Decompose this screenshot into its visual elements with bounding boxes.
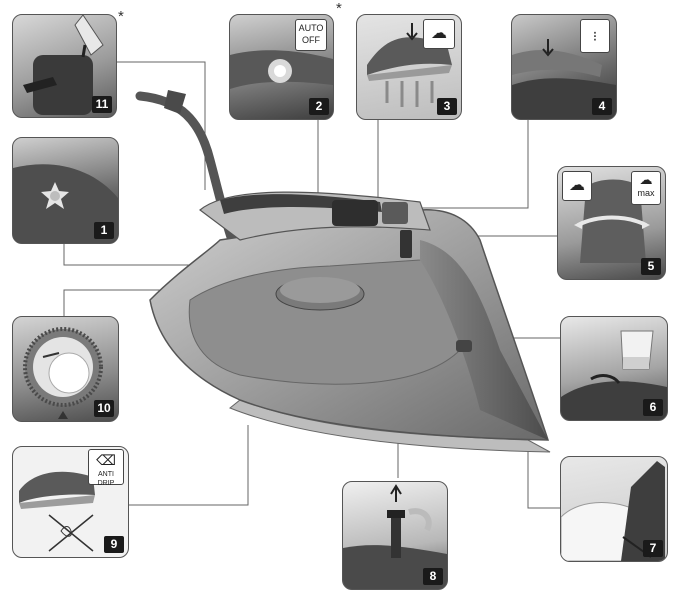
asterisk-2: * [336, 0, 342, 17]
spray-icon: ⁝ [580, 19, 610, 53]
spray-illustration [512, 39, 616, 119]
steam-selector [400, 230, 412, 258]
leader-7 [527, 440, 560, 509]
plug-illustration [23, 15, 104, 115]
callout-number-4: 4 [592, 98, 612, 115]
callout-number-7: 7 [643, 540, 663, 557]
callout-number-3: 3 [437, 98, 457, 115]
auto-off-line2: OFF [302, 35, 320, 45]
iron-nose [420, 240, 548, 440]
anti-drip-icon: ⌫ ANTI DRIP [88, 449, 124, 487]
callout-number-9: 9 [104, 536, 124, 553]
asterisk-11: * [118, 8, 124, 25]
panel-11-unplug: 11 [12, 14, 117, 118]
steam-control-illustration [574, 179, 650, 263]
callout-number-8: 8 [423, 568, 443, 585]
leader-9 [128, 425, 249, 506]
callout-number-5: 5 [641, 258, 661, 275]
panel-5-steam-control: ☁ ☁ max 5 [557, 166, 666, 280]
max-steam-label: max [637, 188, 655, 198]
temperature-dial-illustration [23, 327, 103, 407]
water-tank [188, 259, 461, 385]
panel-1-thermostat-light: 1 [12, 137, 119, 244]
max-steam-icon: ☁ max [631, 171, 661, 205]
dial-pointer-icon [58, 411, 68, 419]
panel-9-anti-drip: ⌫ ANTI DRIP 9 [12, 446, 129, 558]
filler-inlet-cover [456, 340, 472, 352]
spray-button [382, 202, 408, 224]
steam-button [332, 200, 378, 226]
leader-1 [63, 240, 225, 266]
steam-boost-icon: ☁ [423, 19, 455, 49]
leader-4 [420, 118, 529, 209]
auto-off-icon: AUTO OFF [295, 19, 327, 51]
panel-4-spray: ⁝ 4 [511, 14, 617, 120]
anti-drip-illustration [19, 471, 95, 552]
temperature-dial-top [280, 277, 360, 303]
panel-2-auto-off: AUTO OFF 2 [229, 14, 334, 120]
anti-drip-label: ANTI DRIP [97, 471, 115, 487]
callout-number-6: 6 [643, 399, 663, 416]
anti-scale-illustration [343, 484, 447, 589]
callout-number-10: 10 [94, 400, 114, 417]
indicator-light-illustration [13, 164, 118, 243]
panel-7-precision-tip: 7 [560, 456, 668, 562]
callout-number-11: 11 [92, 96, 112, 113]
panel-8-anti-scale-valve: 8 [342, 481, 448, 590]
callout-number-2: 2 [309, 98, 329, 115]
panel-6-fill-water: 6 [560, 316, 668, 421]
cord-guard [164, 90, 186, 114]
handle-grip [220, 194, 382, 214]
precision-tip-illustration [561, 461, 665, 561]
panel-10-temperature-dial: 10 [12, 316, 119, 422]
panel-3-steam-shot: ☁ 3 [356, 14, 462, 120]
callout-number-1: 1 [94, 222, 114, 239]
auto-off-line1: AUTO [298, 23, 324, 33]
no-steam-icon: ☁ [562, 171, 592, 201]
filling-illustration [561, 330, 667, 420]
steam-iron-illustration [135, 90, 551, 453]
auto-off-light-illustration [230, 50, 333, 89]
